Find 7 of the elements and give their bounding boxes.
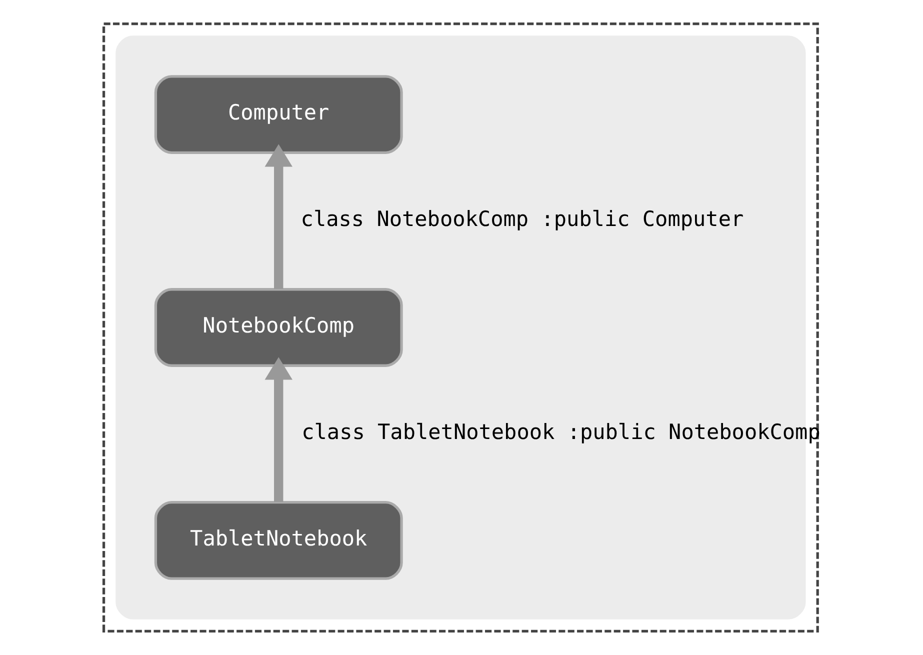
edge-label: class NotebookComp :public Computer — [300, 206, 744, 232]
node-box: Computer — [154, 75, 402, 154]
arrow — [264, 357, 292, 502]
arrow — [264, 144, 292, 290]
edge-label: class TabletNotebook :public NotebookComp — [301, 418, 820, 444]
node-box: TabletNotebook — [154, 501, 402, 580]
node-box: NotebookComp — [154, 288, 402, 367]
